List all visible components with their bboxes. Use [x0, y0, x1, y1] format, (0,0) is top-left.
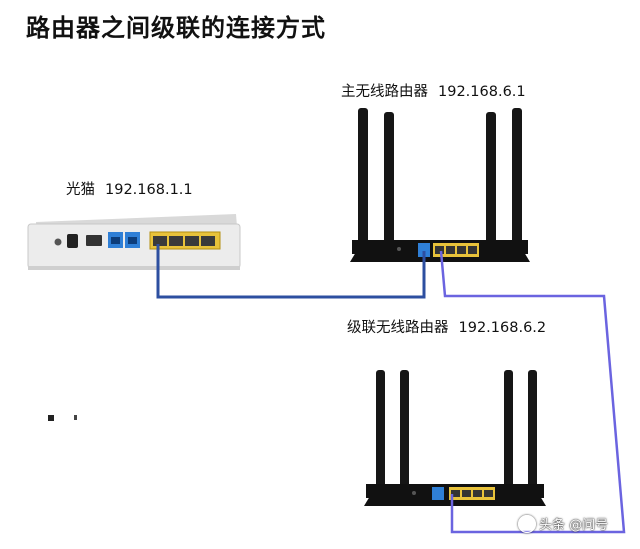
modem-to-main-router-cable — [156, 244, 426, 299]
main-router-wan-port — [418, 243, 430, 257]
cascade-router-wan-port — [432, 487, 444, 500]
main-to-cascade-router-cable — [439, 250, 626, 534]
main-router-antenna — [512, 108, 522, 248]
cascade-router-antenna — [400, 370, 409, 496]
diagram-title: 路由器之间级联的连接方式 — [26, 14, 326, 42]
stray-mark — [74, 415, 77, 420]
optical-modem — [27, 214, 241, 270]
main-router-lan-ports — [433, 243, 479, 257]
main-router-antenna — [358, 108, 368, 248]
watermark: 头条 @问号 — [518, 514, 608, 533]
cascade-router — [364, 370, 546, 506]
watermark-logo-icon — [518, 514, 536, 533]
cascade-router-name: 级联无线路由器 — [347, 320, 449, 336]
modem-name: 光猫 — [66, 182, 95, 198]
modem-lan-ports — [149, 231, 221, 250]
main-router — [350, 108, 530, 262]
modem-reset-hole — [54, 238, 62, 246]
cascade-router-lan-ports — [449, 487, 495, 500]
cascade-router-antenna — [504, 370, 513, 496]
cascade-router-label: 级联无线路由器 192.168.6.2 — [347, 316, 546, 337]
main-router-antenna — [384, 112, 394, 248]
modem-ip: 192.168.1.1 — [105, 182, 193, 198]
modem-phone-ports — [108, 232, 140, 248]
main-router-name: 主无线路由器 — [341, 84, 428, 100]
cascade-router-antenna — [528, 370, 537, 496]
cascade-router-antenna — [376, 370, 385, 496]
cascade-router-ip: 192.168.6.2 — [458, 320, 547, 336]
modem-usb-port — [86, 235, 102, 246]
main-router-label: 主无线路由器 192.168.6.1 — [341, 80, 526, 101]
modem-power-port — [67, 234, 78, 248]
stray-mark — [48, 415, 54, 421]
main-router-antenna — [486, 112, 496, 248]
modem-label: 光猫 192.168.1.1 — [66, 178, 193, 199]
watermark-text: 头条 @问号 — [539, 518, 609, 533]
main-router-ip: 192.168.6.1 — [438, 84, 526, 100]
